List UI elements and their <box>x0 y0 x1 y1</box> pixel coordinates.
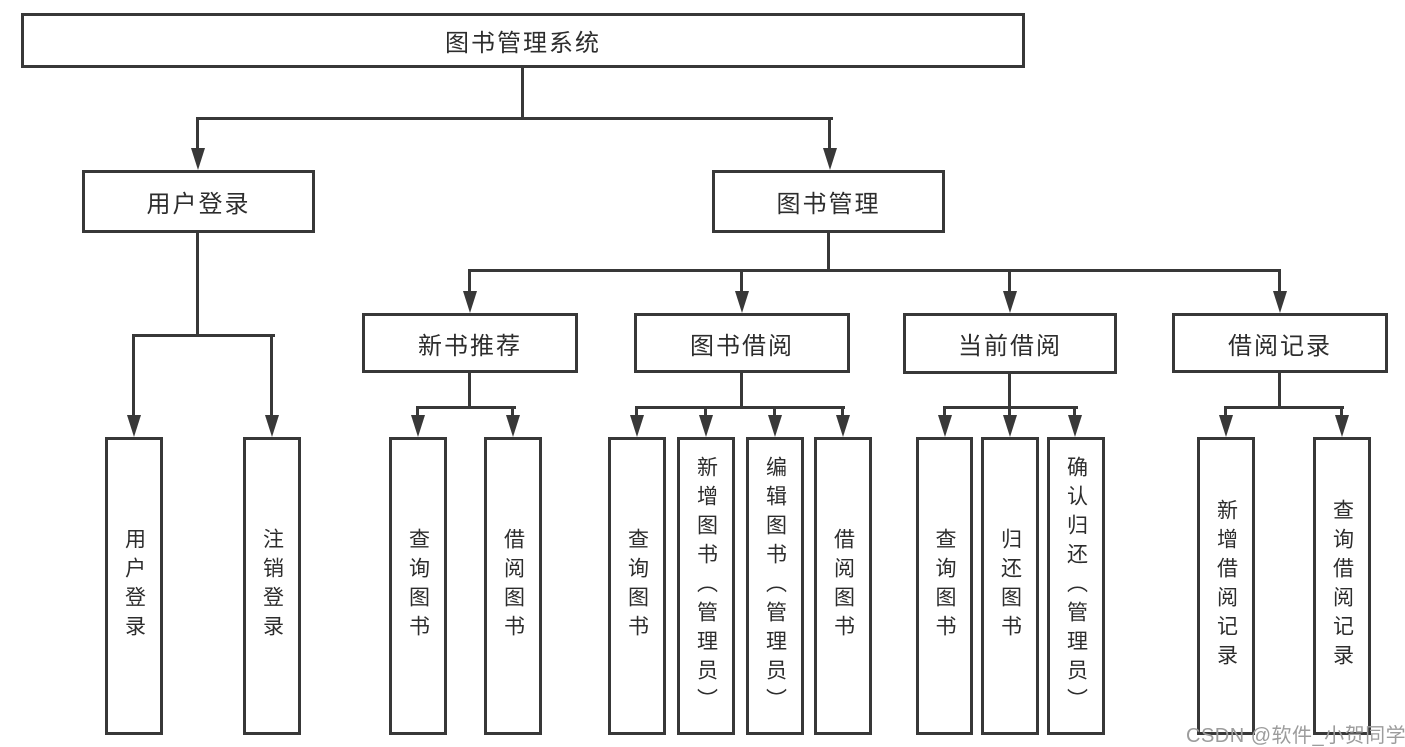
connector <box>196 118 199 152</box>
connector <box>740 373 743 407</box>
watermark: CSDN @软件_小贺同学 <box>1186 725 1405 747</box>
leaf-borrow-edit-book-admin: 编辑图书（管理员） <box>746 437 804 735</box>
leaf-record-add-label: 新增借阅记录 <box>1214 499 1238 673</box>
node-book-borrow: 图书借阅 <box>634 313 850 373</box>
leaf-logout: 注销登录 <box>243 437 301 735</box>
connector <box>1008 373 1011 407</box>
connector <box>943 407 946 420</box>
connector <box>1224 406 1344 409</box>
node-new-book-recommend: 新书推荐 <box>362 313 578 373</box>
arrowhead <box>411 415 425 437</box>
connector <box>196 117 833 120</box>
leaf-borrow-add-book-admin: 新增图书（管理员） <box>677 437 735 735</box>
arrowhead <box>265 415 279 437</box>
arrowhead <box>506 415 520 437</box>
leaf-user-login: 用户登录 <box>105 437 163 735</box>
connector <box>132 334 275 337</box>
node-user-login-label: 用户登录 <box>146 191 251 218</box>
node-new-book-recommend-label: 新书推荐 <box>418 332 522 360</box>
arrowhead <box>127 415 141 437</box>
leaf-record-query-label: 查询借阅记录 <box>1330 499 1354 673</box>
arrowhead <box>823 148 837 170</box>
connector <box>521 68 524 118</box>
leaf-recommend-query-book-label: 查询图书 <box>406 528 430 644</box>
node-root: 图书管理系统 <box>21 13 1025 68</box>
arrowhead <box>836 415 850 437</box>
connector <box>1224 407 1227 420</box>
arrowhead <box>1068 415 1082 437</box>
leaf-record-add: 新增借阅记录 <box>1197 437 1255 735</box>
leaf-current-confirm-return-admin-label: 确认归还（管理员） <box>1064 455 1088 717</box>
leaf-logout-label: 注销登录 <box>260 528 284 644</box>
node-root-label: 图书管理系统 <box>445 30 601 57</box>
arrowhead <box>1219 415 1233 437</box>
leaf-borrow-borrow-book: 借阅图书 <box>814 437 872 735</box>
connector <box>468 373 471 407</box>
leaf-borrow-query-book: 查询图书 <box>608 437 666 735</box>
connector <box>132 335 135 419</box>
leaf-current-return-book-label: 归还图书 <box>998 528 1022 644</box>
connector <box>416 406 516 409</box>
leaf-current-confirm-return-admin: 确认归还（管理员） <box>1047 437 1105 735</box>
arrowhead <box>1335 415 1349 437</box>
node-book-management: 图书管理 <box>712 170 945 233</box>
connector <box>1278 373 1281 407</box>
connector <box>635 406 845 409</box>
leaf-recommend-borrow-book-label: 借阅图书 <box>501 528 525 644</box>
node-user-login: 用户登录 <box>82 170 315 233</box>
connector <box>1278 270 1281 295</box>
leaf-borrow-borrow-book-label: 借阅图书 <box>831 528 855 644</box>
connector <box>1008 407 1011 420</box>
connector <box>1073 407 1076 420</box>
arrowhead <box>630 415 644 437</box>
node-borrow-record: 借阅记录 <box>1172 313 1388 373</box>
connector <box>828 118 831 152</box>
arrowhead <box>463 291 477 313</box>
connector <box>635 407 638 420</box>
leaf-current-query-book-label: 查询图书 <box>933 528 956 644</box>
arrowhead <box>938 415 952 437</box>
arrowhead <box>699 415 713 437</box>
arrowhead <box>768 415 782 437</box>
leaf-current-return-book: 归还图书 <box>981 437 1039 735</box>
leaf-borrow-edit-book-admin-label: 编辑图书（管理员） <box>763 455 787 717</box>
leaf-borrow-query-book-label: 查询图书 <box>625 528 649 644</box>
connector <box>1008 270 1011 295</box>
leaf-current-query-book: 查询图书 <box>916 437 973 735</box>
connector <box>740 270 743 295</box>
node-current-borrow-label: 当前借阅 <box>958 333 1062 360</box>
arrowhead <box>1273 291 1287 313</box>
connector <box>841 407 844 420</box>
connector <box>416 407 419 420</box>
leaf-recommend-borrow-book: 借阅图书 <box>484 437 542 735</box>
connector <box>704 407 707 420</box>
connector <box>468 269 1281 272</box>
leaf-recommend-query-book: 查询图书 <box>389 437 447 735</box>
node-book-management-label: 图书管理 <box>776 191 881 218</box>
connector <box>468 270 471 295</box>
arrowhead <box>1003 291 1017 313</box>
node-borrow-record-label: 借阅记录 <box>1228 332 1332 360</box>
connector <box>827 233 830 270</box>
connector <box>270 335 273 419</box>
leaf-user-login-label: 用户登录 <box>122 528 146 644</box>
leaf-borrow-add-book-admin-label: 新增图书（管理员） <box>694 455 718 717</box>
connector <box>196 233 199 335</box>
leaf-record-query: 查询借阅记录 <box>1313 437 1371 735</box>
node-current-borrow: 当前借阅 <box>903 313 1117 374</box>
connector <box>773 407 776 420</box>
arrowhead <box>191 148 205 170</box>
arrowhead <box>735 291 749 313</box>
connector <box>511 407 514 420</box>
arrowhead <box>1003 415 1017 437</box>
connector <box>1340 407 1343 420</box>
node-book-borrow-label: 图书借阅 <box>690 332 794 360</box>
